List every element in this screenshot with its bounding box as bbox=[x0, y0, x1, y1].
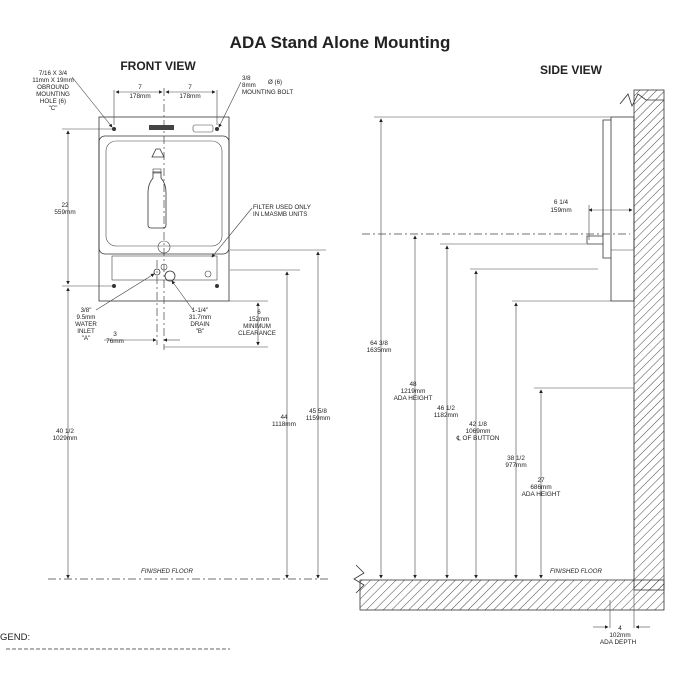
bottle-nozzle-icon bbox=[151, 148, 165, 158]
svg-text:"C": "C" bbox=[49, 105, 58, 112]
floor-hatch bbox=[359, 579, 665, 611]
oblong-hole-label: 7/16 X 3/4 11mm X 19mm OBROUND MOUNTING … bbox=[32, 70, 74, 112]
svg-text:OBROUND: OBROUND bbox=[37, 84, 69, 91]
brand-logo bbox=[149, 125, 174, 130]
svg-text:11mm X 19mm: 11mm X 19mm bbox=[32, 77, 74, 84]
height-27-in: 27 bbox=[537, 477, 545, 484]
height-44-mm: 1118mm bbox=[272, 421, 296, 428]
svg-text:Ø (6): Ø (6) bbox=[268, 79, 282, 86]
height-48-in: 48 bbox=[409, 381, 417, 388]
height-27-note: ADA HEIGHT bbox=[522, 491, 561, 498]
height-40-mm: 1029mm bbox=[53, 435, 78, 442]
height-48-note: ADA HEIGHT bbox=[394, 395, 433, 402]
height-38-in: 38 1/2 bbox=[507, 455, 525, 462]
mounting-hole-br bbox=[215, 284, 219, 288]
depth-6-mm: 159mm bbox=[550, 207, 571, 214]
svg-text:8mm: 8mm bbox=[242, 82, 256, 89]
svg-text:3/8": 3/8" bbox=[81, 307, 92, 314]
mounting-hole-bl bbox=[112, 284, 116, 288]
side-view-heading: SIDE VIEW bbox=[540, 63, 603, 77]
mounting-bolt-label: 3/8 8mm Ø (6) MOUNTING BOLT bbox=[242, 75, 293, 96]
height-22-mm: 559mm bbox=[54, 209, 75, 216]
side-unit-nozzle bbox=[586, 235, 603, 245]
svg-text:WATER: WATER bbox=[75, 321, 97, 328]
height-42-note: ℄ OF BUTTON bbox=[456, 435, 500, 442]
floor-break bbox=[353, 564, 365, 594]
legend-label: GEND: bbox=[0, 632, 30, 643]
svg-text:CLEARANCE: CLEARANCE bbox=[238, 330, 276, 337]
svg-text:31.7mm: 31.7mm bbox=[189, 314, 211, 321]
height-45-in: 45 5/8 bbox=[309, 408, 327, 415]
drain-label: 1-1/4" 31.7mm DRAIN "B" bbox=[189, 307, 211, 335]
height-64-in: 64 3/8 bbox=[370, 340, 388, 347]
svg-text:1-1/4": 1-1/4" bbox=[192, 307, 208, 314]
side-unit-body bbox=[610, 116, 635, 302]
height-40-in: 40 1/2 bbox=[56, 428, 74, 435]
water-inlet-label: 3/8" 9.5mm WATER INLET "A" bbox=[75, 307, 97, 342]
half-width-left-in: 7 bbox=[138, 84, 142, 91]
filter-note-line2: IN LMASMB UNITS bbox=[253, 211, 307, 218]
ada-depth-mm: 102mm bbox=[609, 632, 630, 639]
height-22-in: 22 bbox=[61, 202, 69, 209]
svg-text:7/16 X 3/4: 7/16 X 3/4 bbox=[39, 70, 68, 77]
inlet-offset-in: 3 bbox=[113, 331, 117, 338]
clearance-label: 6 152mm MINIMUM CLEARANCE bbox=[238, 309, 276, 337]
height-46-mm: 1182mm bbox=[434, 412, 458, 419]
front-unit-body bbox=[98, 116, 230, 302]
side-fitting-circle bbox=[204, 270, 212, 278]
inlet-offset-mm: 76mm bbox=[106, 338, 124, 345]
height-45-mm: 1159mm bbox=[306, 415, 330, 422]
height-42-mm: 1069mm bbox=[466, 428, 491, 435]
svg-text:"A": "A" bbox=[82, 335, 91, 342]
svg-text:MINIMUM: MINIMUM bbox=[243, 323, 271, 330]
wall-break bbox=[619, 93, 664, 108]
svg-text:"B": "B" bbox=[196, 328, 205, 335]
mounting-hole-left bbox=[112, 127, 116, 131]
half-width-right-in: 7 bbox=[188, 84, 192, 91]
height-27-mm: 686mm bbox=[530, 484, 551, 491]
svg-text:9.5mm: 9.5mm bbox=[77, 314, 96, 321]
bottle-icon bbox=[147, 171, 167, 229]
half-width-left-mm: 178mm bbox=[129, 93, 150, 100]
front-lower-panel bbox=[111, 255, 218, 281]
filter-note-line1: FILTER USED ONLY bbox=[253, 204, 311, 211]
ada-depth-in: 4 bbox=[618, 625, 622, 632]
ada-depth-note: ADA DEPTH bbox=[600, 639, 637, 646]
height-48-mm: 1219mm bbox=[401, 388, 426, 395]
svg-text:MOUNTING: MOUNTING bbox=[36, 91, 70, 98]
svg-text:DRAIN: DRAIN bbox=[190, 321, 209, 328]
height-44-in: 44 bbox=[280, 414, 288, 421]
height-42-in: 42 1/8 bbox=[469, 421, 487, 428]
half-width-right-mm: 178mm bbox=[179, 93, 200, 100]
front-view: FRONT VIEW 7 178mm 7 178mm bbox=[32, 59, 330, 580]
front-floor-label: FINISHED FLOOR bbox=[141, 568, 193, 575]
wall-hatch bbox=[633, 89, 665, 591]
svg-text:INLET: INLET bbox=[77, 328, 95, 335]
depth-6-in: 6 1/4 bbox=[554, 199, 569, 206]
drain-circle bbox=[164, 270, 176, 282]
height-64-mm: 1635mm bbox=[367, 347, 392, 354]
mounting-hole-right bbox=[215, 127, 219, 131]
diagram-title: ADA Stand Alone Mounting bbox=[230, 33, 451, 52]
svg-text:MOUNTING BOLT: MOUNTING BOLT bbox=[242, 89, 293, 96]
svg-text:152mm: 152mm bbox=[249, 316, 270, 323]
side-unit-basin bbox=[602, 119, 611, 259]
height-46-in: 46 1/2 bbox=[437, 405, 455, 412]
sensor-window bbox=[192, 124, 214, 133]
water-inlet-circle bbox=[153, 268, 161, 276]
front-view-heading: FRONT VIEW bbox=[120, 59, 196, 73]
svg-text:3/8: 3/8 bbox=[242, 75, 251, 82]
svg-text:6: 6 bbox=[257, 309, 261, 316]
side-view: SIDE VIEW 6 1/4 159mm 64 3/8 1635mm 48 1… bbox=[353, 63, 665, 646]
side-floor-label: FINISHED FLOOR bbox=[550, 568, 602, 575]
svg-text:HOLE (6): HOLE (6) bbox=[40, 98, 66, 105]
bottle-cap-icon bbox=[152, 168, 162, 174]
height-38-mm: 977mm bbox=[505, 462, 526, 469]
